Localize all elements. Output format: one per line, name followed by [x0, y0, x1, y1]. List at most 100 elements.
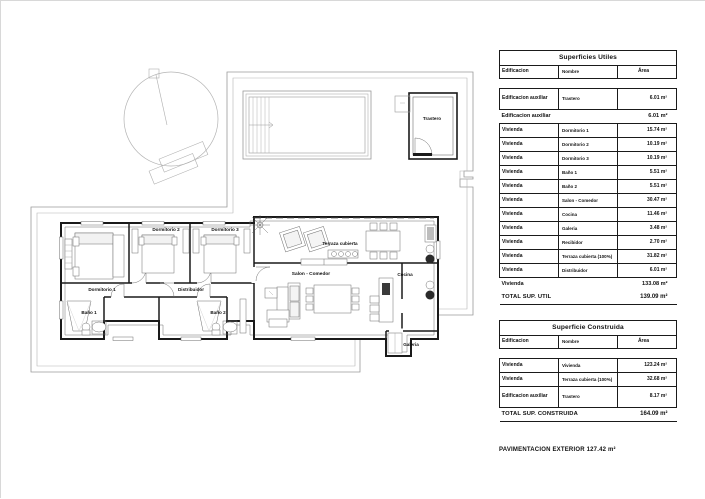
- shrub-icon: [250, 215, 270, 235]
- table-row: Vivienda Dormitorio 2 10.19 m²: [499, 137, 677, 152]
- cell-nombre: Trastero: [558, 386, 618, 408]
- table-spacer: [500, 349, 677, 359]
- cell-edificacion: Vivienda: [499, 263, 559, 278]
- cell-edificacion: Edificacion auxiliar: [499, 386, 559, 408]
- table-row: Edificacion auxiliar Trastero 6.01 m²: [499, 88, 677, 110]
- table-title-row: Superficies Utiles: [499, 50, 677, 66]
- galeria-fixtures: [387, 332, 403, 354]
- cell-area: 30.47 m²: [617, 193, 677, 208]
- cell-nombre: Vivienda: [558, 358, 618, 373]
- cell-area: 6.01 m²: [617, 263, 677, 278]
- table-row: Vivienda Baño 1 5.51 m²: [499, 165, 677, 180]
- table-row: Edificacion auxiliar Trastero 8.17 m²: [499, 386, 677, 408]
- cell-area: 10.19 m²: [617, 137, 677, 152]
- terraza-furniture: [250, 215, 401, 260]
- dormitorio-1-furniture: [72, 232, 125, 280]
- dormitorio-2-furniture: [138, 234, 178, 274]
- label-terraza-cubierta: Terraza cubierta: [322, 241, 358, 246]
- salon-furniture: [264, 282, 360, 328]
- cell-nombre: Distribuidor: [558, 263, 618, 278]
- cell-nombre: Terraza cubierta (100%): [558, 249, 618, 264]
- cell-nombre: Cocina: [558, 207, 618, 222]
- table-row: Vivienda Galeria 3.48 m²: [499, 221, 677, 236]
- table-construida-title: Superficie Construida: [499, 320, 677, 336]
- exterior-utilities: [424, 224, 437, 300]
- table-spacer: [500, 79, 677, 89]
- header-edificacion: Edificacion: [499, 335, 559, 349]
- cell-nombre: Dormitorio 3: [558, 151, 618, 166]
- cell-area: 11.46 m²: [617, 207, 677, 222]
- label-dormitorio-1: Dormitorio 1: [88, 287, 116, 292]
- table-row: Vivienda Salon - Comedor 30.47 m²: [499, 193, 677, 208]
- subtotal-vivienda-label: Vivienda: [499, 277, 618, 291]
- cell-nombre: Trastero: [558, 88, 618, 110]
- garden-feature: [123, 68, 219, 185]
- table-title-row: Superficie Construida: [499, 320, 677, 336]
- table-row: Vivienda Dormitorio 1 15.74 m²: [499, 123, 677, 138]
- label-cocina: Cocina: [397, 272, 413, 277]
- cell-area: 15.74 m²: [617, 123, 677, 138]
- cell-edificacion: Vivienda: [499, 207, 559, 222]
- label-salon-comedor: Salon - Comedor: [292, 271, 331, 277]
- cell-edificacion: Vivienda: [499, 358, 559, 373]
- subtotal-row-aux: Edificacion auxiliar 6.01 m²: [499, 109, 677, 124]
- cell-edificacion: Vivienda: [499, 151, 559, 166]
- cell-nombre: Dormitorio 1: [558, 123, 618, 138]
- table-header-row: Edificacion Nombre Área: [499, 65, 677, 79]
- header-edificacion: Edificacion: [499, 65, 559, 79]
- swimming-pool: [242, 90, 372, 160]
- cell-edificacion: Vivienda: [499, 249, 559, 264]
- subtotal-aux-value: 6.01 m²: [617, 109, 677, 124]
- label-galeria: Galeria: [403, 342, 419, 347]
- wardrobes: [64, 228, 251, 270]
- total-utiles-label: TOTAL SUP. UTIL: [499, 291, 618, 305]
- header-area: Área: [617, 65, 677, 79]
- label-dormitorio-2: Dormitorio 2: [152, 227, 180, 232]
- total-construida-value: 164.09 m²: [617, 407, 677, 422]
- cell-edificacion: Vivienda: [499, 193, 559, 208]
- cell-nombre: Salon - Comedor: [558, 193, 618, 208]
- area-schedules: Superficies Utiles Edificacion Nombre Ár…: [499, 1, 705, 499]
- total-construida-label: TOTAL SUP. CONSTRUIDA: [499, 407, 618, 422]
- table-row: Vivienda Baño 2 5.51 m²: [499, 179, 677, 194]
- cell-edificacion: Edificacion auxiliar: [499, 88, 559, 110]
- cell-area: 5.51 m²: [617, 165, 677, 180]
- label-trastero: Trastero: [423, 116, 441, 121]
- label-bano-1: Baño 1: [81, 310, 97, 315]
- cell-area: 6.01 m²: [617, 88, 677, 110]
- header-nombre: Nombre: [558, 335, 618, 349]
- cell-nombre: Recibidor: [558, 235, 618, 250]
- windows: [59, 221, 441, 341]
- cell-edificacion: Vivienda: [499, 235, 559, 250]
- sliding-door: [300, 258, 348, 266]
- floor-plan-drawing: Dormitorio 1 Dormitorio 2 Dormitorio 3 B…: [30, 68, 474, 373]
- header-nombre: Nombre: [558, 65, 618, 79]
- cocina-fixtures: [369, 277, 394, 323]
- cell-area: 32.68 m²: [617, 372, 677, 387]
- cell-area: 123.24 m²: [617, 358, 677, 373]
- label-bano-2: Baño 2: [210, 310, 226, 315]
- label-dormitorio-3: Dormitorio 3: [211, 227, 239, 232]
- table-row: Vivienda Vivienda 123.24 m²: [499, 358, 677, 373]
- room-labels: Dormitorio 1 Dormitorio 2 Dormitorio 3 B…: [81, 116, 441, 347]
- bano-1-fixtures: [66, 300, 107, 336]
- floor-plan: Dormitorio 1 Dormitorio 2 Dormitorio 3 B…: [1, 1, 491, 499]
- table-row: Vivienda Distribuidor 6.01 m²: [499, 263, 677, 278]
- cell-nombre: Baño 1: [558, 165, 618, 180]
- total-utiles-value: 139.09 m²: [617, 291, 677, 305]
- bano-2-fixtures: [196, 298, 247, 336]
- cell-edificacion: Vivienda: [499, 372, 559, 387]
- cell-nombre: Terraza cubierta (100%): [558, 372, 618, 387]
- header-area: Área: [617, 335, 677, 349]
- table-row: Vivienda Dormitorio 3 10.19 m²: [499, 151, 677, 166]
- cell-area: 3.48 m²: [617, 221, 677, 236]
- table-superficies-utiles: Superficies Utiles Edificacion Nombre Ár…: [499, 50, 677, 305]
- table-superficie-construida: Superficie Construida Edificacion Nombre…: [499, 320, 677, 422]
- cell-nombre: Baño 2: [558, 179, 618, 194]
- cell-area: 31.82 m²: [617, 249, 677, 264]
- subtotal-row-vivienda: Vivienda 133.08 m²: [499, 277, 677, 291]
- cell-edificacion: Vivienda: [499, 123, 559, 138]
- total-row-utiles: TOTAL SUP. UTIL 139.09 m²: [499, 291, 677, 305]
- cell-nombre: Galeria: [558, 221, 618, 236]
- trastero-building: [394, 92, 458, 160]
